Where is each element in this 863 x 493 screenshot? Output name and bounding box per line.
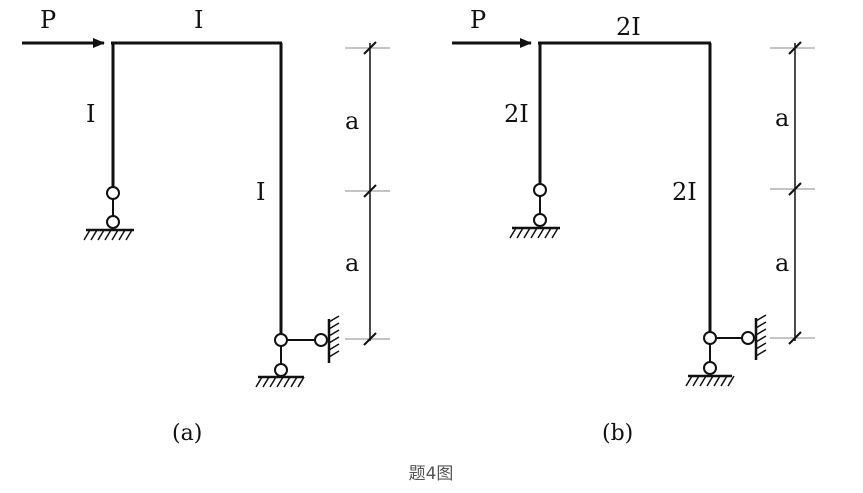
beam-label-a: I — [194, 6, 203, 34]
load-label-a: P — [40, 6, 56, 34]
fixed-hinge-support-b-right — [685, 314, 767, 387]
figure-b-label: (b) — [602, 421, 633, 446]
dim-bottom-label-b: a — [775, 249, 789, 277]
figure-b: P 2I 2I 2I — [452, 6, 815, 446]
left-column-label-a: I — [86, 100, 95, 128]
dim-top-label-b: a — [775, 104, 789, 132]
dim-top-label-a: a — [345, 107, 359, 135]
beam-label-b: 2I — [616, 13, 641, 41]
right-column-label-a: I — [256, 178, 265, 206]
load-label-b: P — [470, 6, 486, 34]
fixed-hinge-support-a-right — [255, 315, 340, 388]
pin-support-b-left — [509, 183, 560, 239]
left-column-label-b: 2I — [504, 100, 529, 128]
dimension-line-a — [345, 41, 390, 346]
dimension-line-b — [770, 41, 815, 345]
right-column-label-b: 2I — [672, 178, 697, 206]
pin-support-a-left — [83, 186, 134, 241]
figure-a: P I I I — [22, 6, 390, 446]
figure-a-label: (a) — [172, 421, 202, 446]
dim-bottom-label-a: a — [345, 249, 359, 277]
figure-caption: 题4图 — [409, 464, 454, 484]
